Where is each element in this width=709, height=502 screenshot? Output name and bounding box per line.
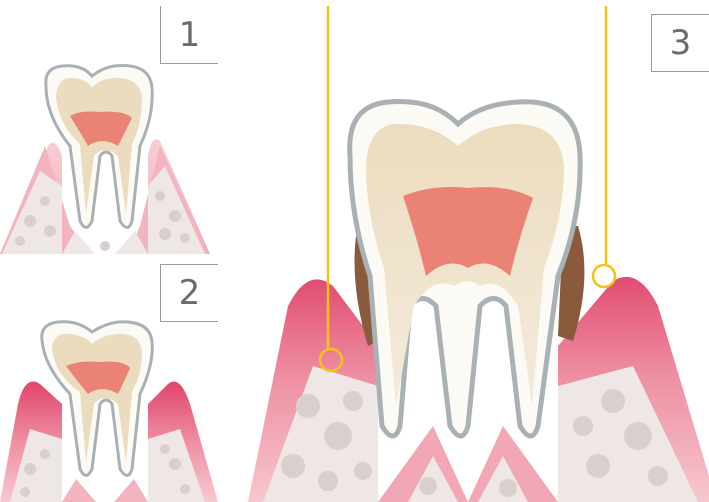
stage-badge-2: 2 [160, 264, 218, 322]
stage-2-panel: 2 [0, 254, 218, 502]
stage-3-panel: 3 [218, 6, 709, 502]
pointer-circle-right [593, 265, 615, 287]
tooth-stage-3-illustration [218, 6, 709, 502]
stage-badge-3: 3 [651, 14, 709, 72]
stage-badge-1: 1 [160, 6, 218, 64]
stage-1-panel: 1 [0, 6, 218, 254]
